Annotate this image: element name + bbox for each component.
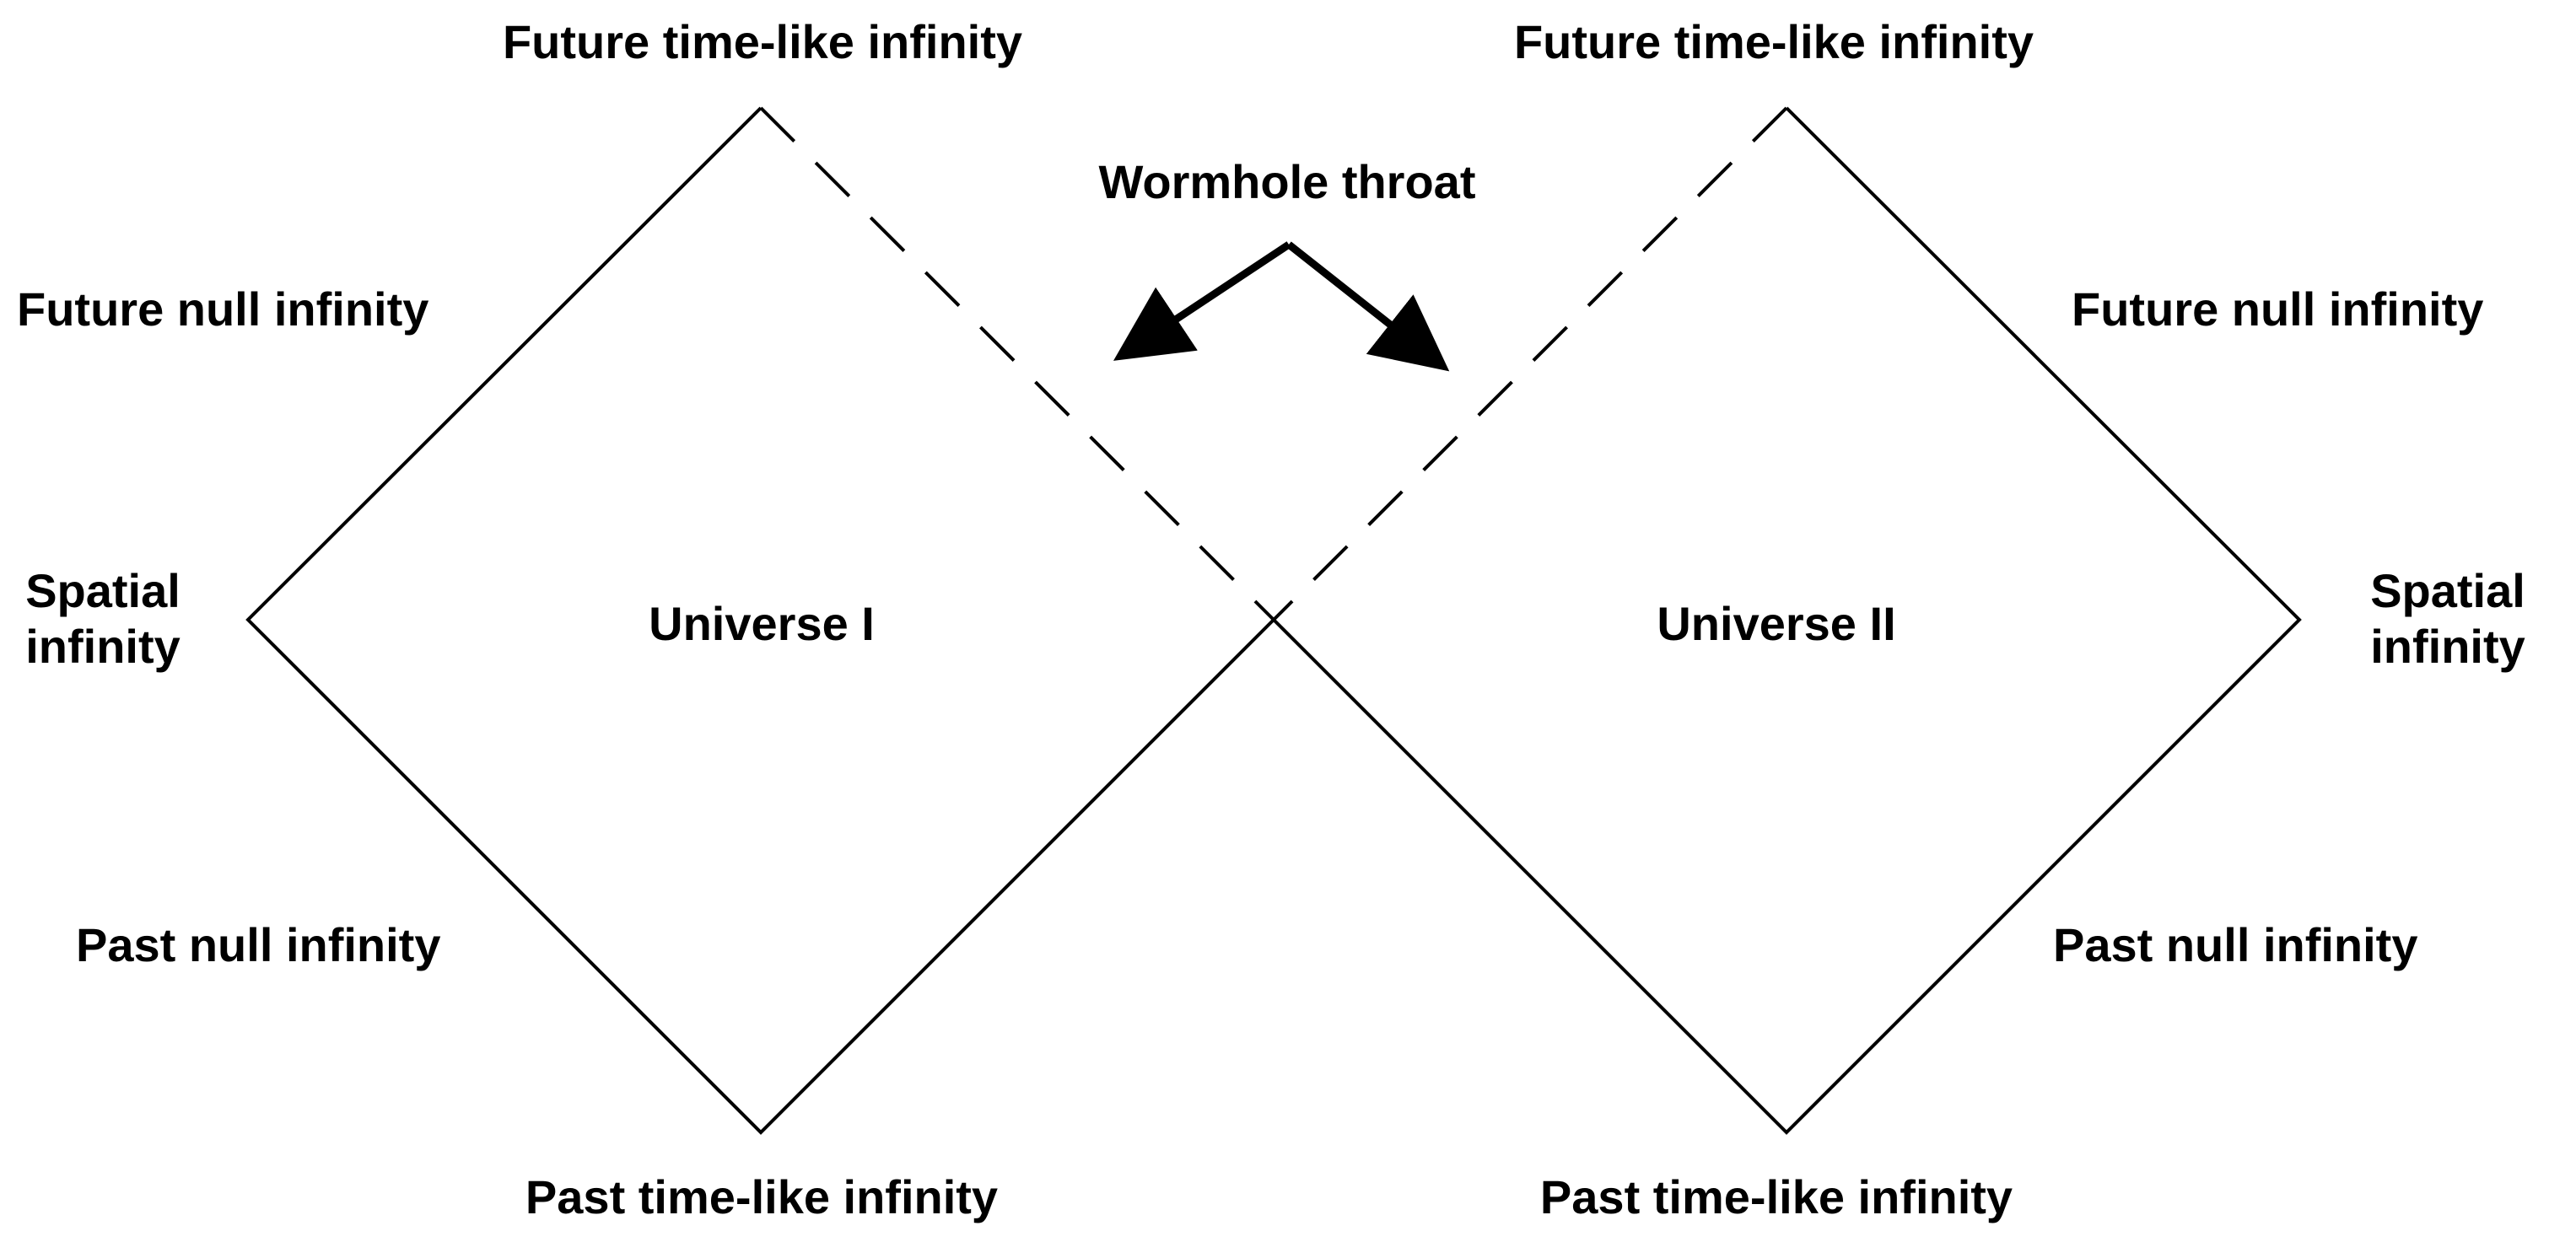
u1-spatial-label: Spatial infinity bbox=[25, 563, 181, 675]
u2-spatial-line1: Spatial bbox=[2370, 564, 2525, 617]
universe-1-outer-boundary bbox=[245, 106, 1275, 1135]
u2-spatial-line2: infinity bbox=[2370, 620, 2525, 673]
u2-spatial-label: Spatial infinity bbox=[2370, 563, 2525, 675]
u2-name-label: Universe II bbox=[1657, 597, 1896, 650]
u2-past-null-label: Past null infinity bbox=[2053, 918, 2418, 971]
u2-future-null-label: Future null infinity bbox=[2072, 282, 2484, 336]
u1-future-timelike-label: Future time-like infinity bbox=[502, 15, 1023, 68]
wormhole-throat-label: Wormhole throat bbox=[1098, 155, 1476, 208]
u1-past-timelike-label: Past time-like infinity bbox=[525, 1170, 999, 1223]
u1-spatial-line1: Spatial bbox=[25, 564, 181, 617]
u1-name-label: Universe I bbox=[649, 597, 875, 650]
throat-arrow-right bbox=[1286, 241, 1450, 372]
universe-1-horizon-dashed bbox=[759, 106, 1275, 621]
u1-past-null-label: Past null infinity bbox=[76, 918, 441, 971]
throat-arrow-left bbox=[1113, 241, 1291, 361]
u2-future-timelike-label: Future time-like infinity bbox=[1513, 15, 2034, 68]
universe-2-horizon-dashed bbox=[1272, 106, 1788, 621]
u1-spatial-line2: infinity bbox=[25, 620, 181, 673]
u1-future-null-label: Future null infinity bbox=[17, 282, 429, 336]
universe-2-outer-boundary bbox=[1272, 106, 2302, 1135]
u2-past-timelike-label: Past time-like infinity bbox=[1539, 1170, 2013, 1223]
